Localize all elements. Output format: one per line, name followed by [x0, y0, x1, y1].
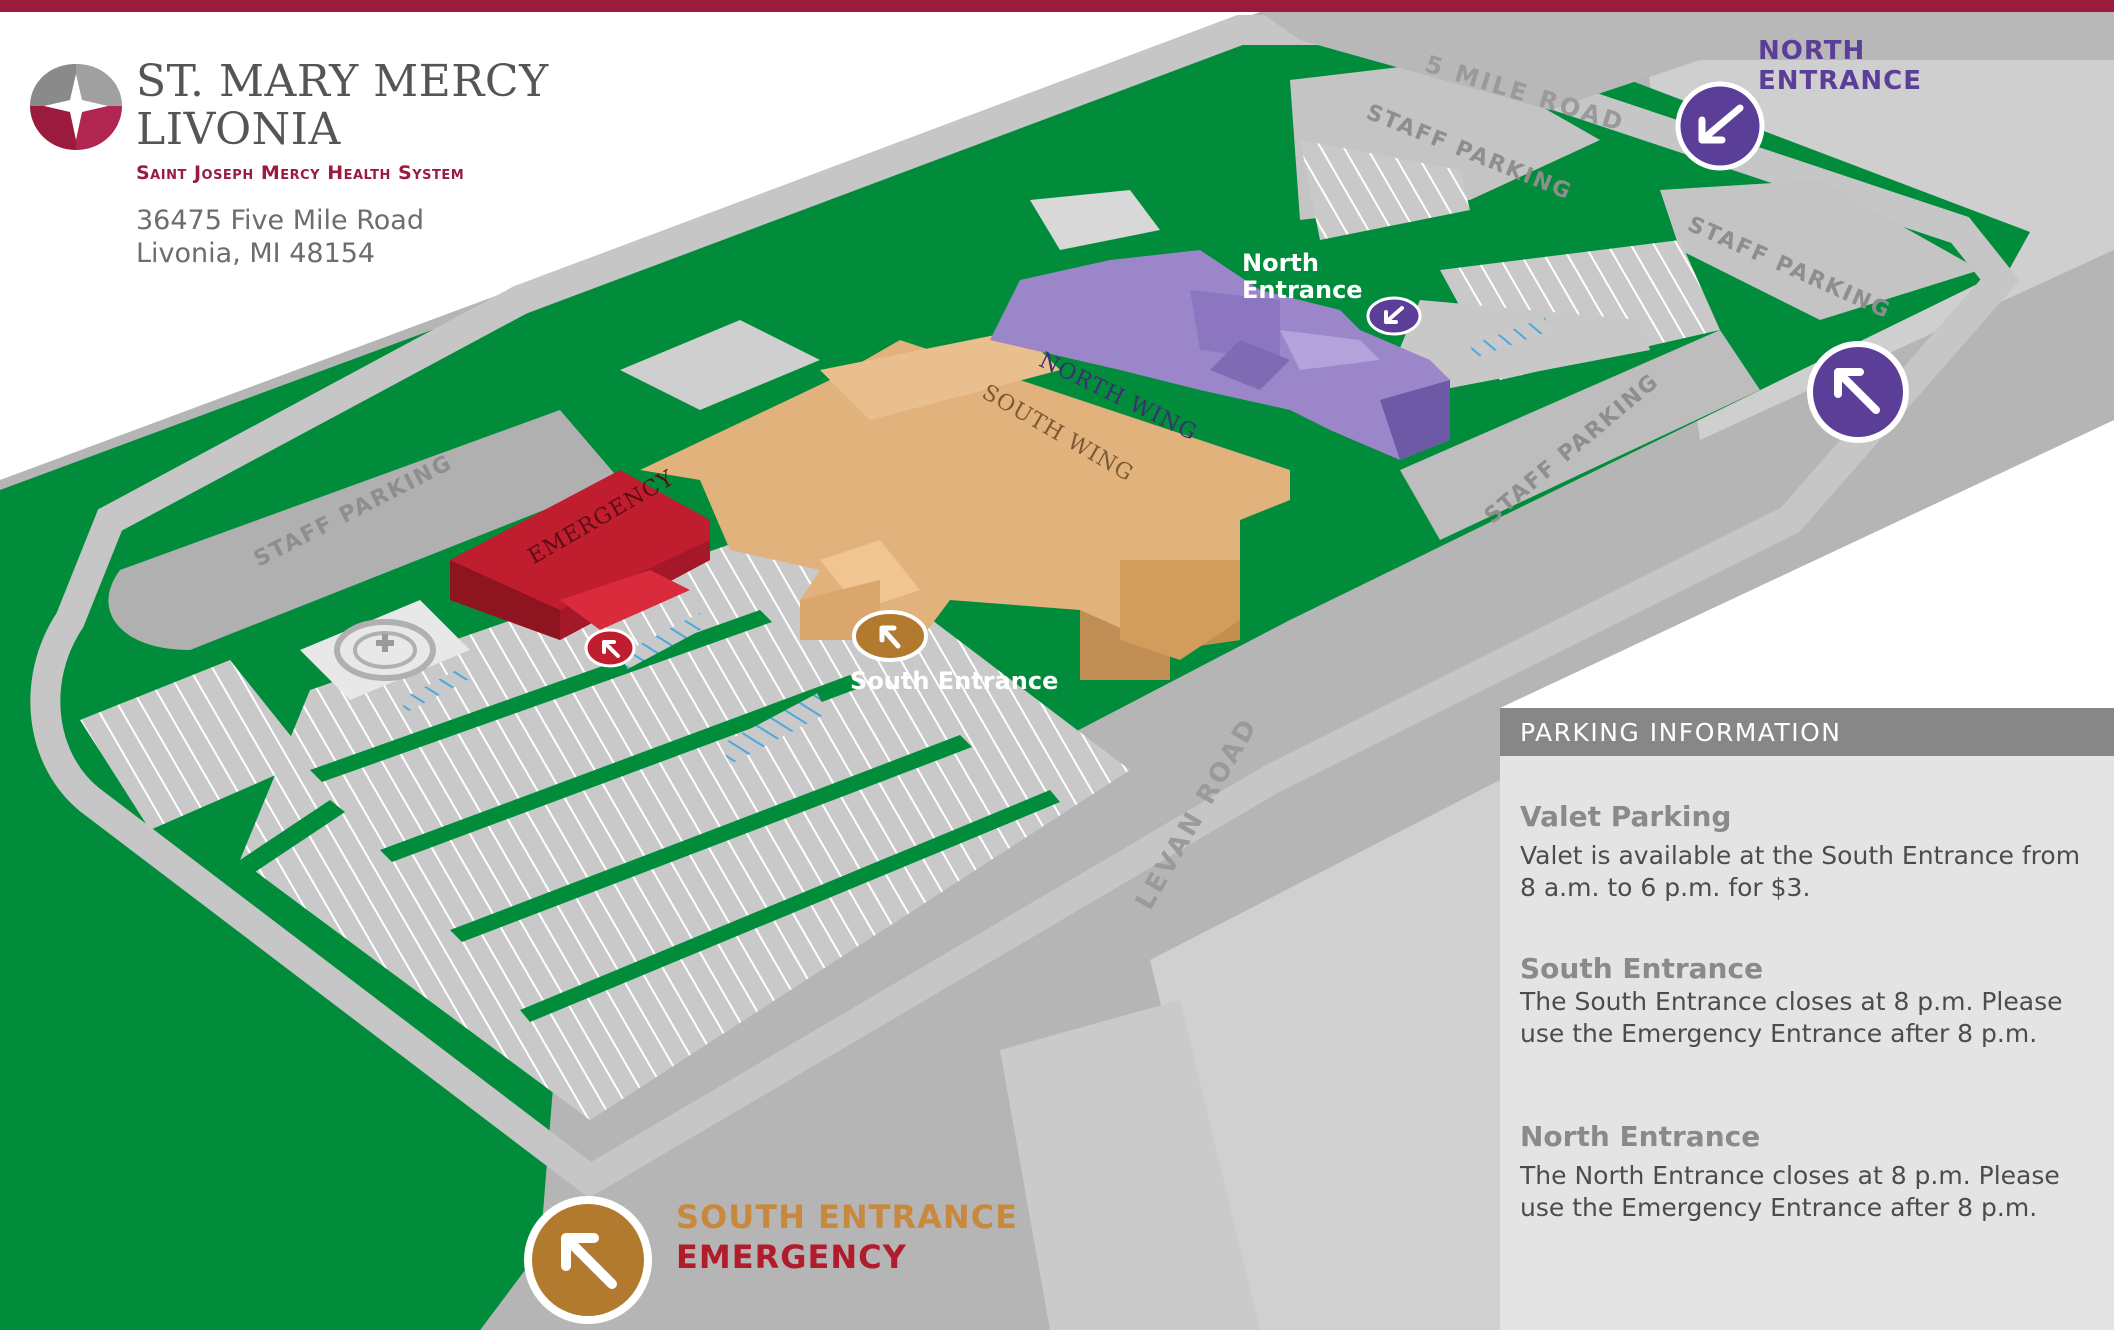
parking-info-header: PARKING INFORMATION — [1500, 708, 2114, 756]
south-entrance-text: The South Entrance closes at 8 p.m. Plea… — [1520, 987, 2063, 1048]
south-entrance-marker-small[interactable] — [852, 610, 928, 662]
brand-bar — [0, 0, 2114, 12]
north-entrance-marker-east[interactable] — [1807, 341, 1909, 443]
hospital-name-line1: ST. MARY MERCY — [136, 56, 549, 107]
address-city: Livonia, MI 48154 — [136, 238, 376, 269]
north-entrance-label-small: North Entrance — [1242, 249, 1363, 304]
west-parking-lot — [80, 660, 310, 830]
south-wing-building — [640, 330, 1290, 680]
south-entrance-label-bottom: SOUTH ENTRANCE — [676, 1198, 1018, 1236]
arrow-up-left-icon — [561, 1233, 617, 1289]
valet-parking-title: Valet Parking — [1520, 800, 1732, 833]
staff-parking-west — [108, 410, 620, 650]
north-entrance-label-top: NORTH ENTRANCE — [1758, 36, 1922, 96]
north-entrance-title: North Entrance — [1520, 1120, 1761, 1153]
north-entrance-marker-top[interactable] — [1675, 81, 1765, 171]
arrow-down-left-icon — [1698, 104, 1744, 144]
address: 36475 Five Mile Road Livonia, MI 48154 — [136, 204, 424, 270]
address-street: 36475 Five Mile Road — [136, 205, 424, 236]
emergency-label-bottom: EMERGENCY — [676, 1238, 907, 1276]
hospital-name-line2: LIVONIA — [136, 104, 341, 155]
north-entrance-marker-small[interactable] — [1366, 296, 1422, 336]
south-entrance-title: South Entrance — [1520, 952, 1764, 985]
staff-parking-east — [1400, 330, 1760, 540]
five-mile-road — [1260, 12, 2114, 110]
parking-info-heading: PARKING INFORMATION — [1520, 718, 1842, 747]
hospital-name: ST. MARY MERCY LIVONIA — [136, 58, 549, 154]
north-small-building — [1030, 190, 1160, 250]
parking-info-panel: PARKING INFORMATION Valet Parking Valet … — [1500, 708, 2114, 1330]
health-system-name: Saint Joseph Mercy Health System — [136, 162, 465, 184]
south-entrance-label-small: South Entrance — [850, 667, 1059, 695]
emergency-building — [450, 470, 710, 640]
emergency-entrance-marker[interactable] — [584, 628, 636, 668]
staff-parking-northeast — [1660, 180, 1980, 320]
north-entrance-text: The North Entrance closes at 8 p.m. Plea… — [1520, 1161, 2060, 1222]
logo-mark-icon — [30, 64, 122, 150]
arrow-up-left-icon — [1834, 368, 1880, 414]
service-building — [620, 320, 820, 410]
helipad-icon — [300, 600, 470, 700]
valet-parking-text: Valet is available at the South Entrance… — [1520, 841, 2081, 902]
north-wing-building — [990, 250, 1450, 460]
south-entrance-marker-bottom[interactable] — [524, 1196, 652, 1324]
